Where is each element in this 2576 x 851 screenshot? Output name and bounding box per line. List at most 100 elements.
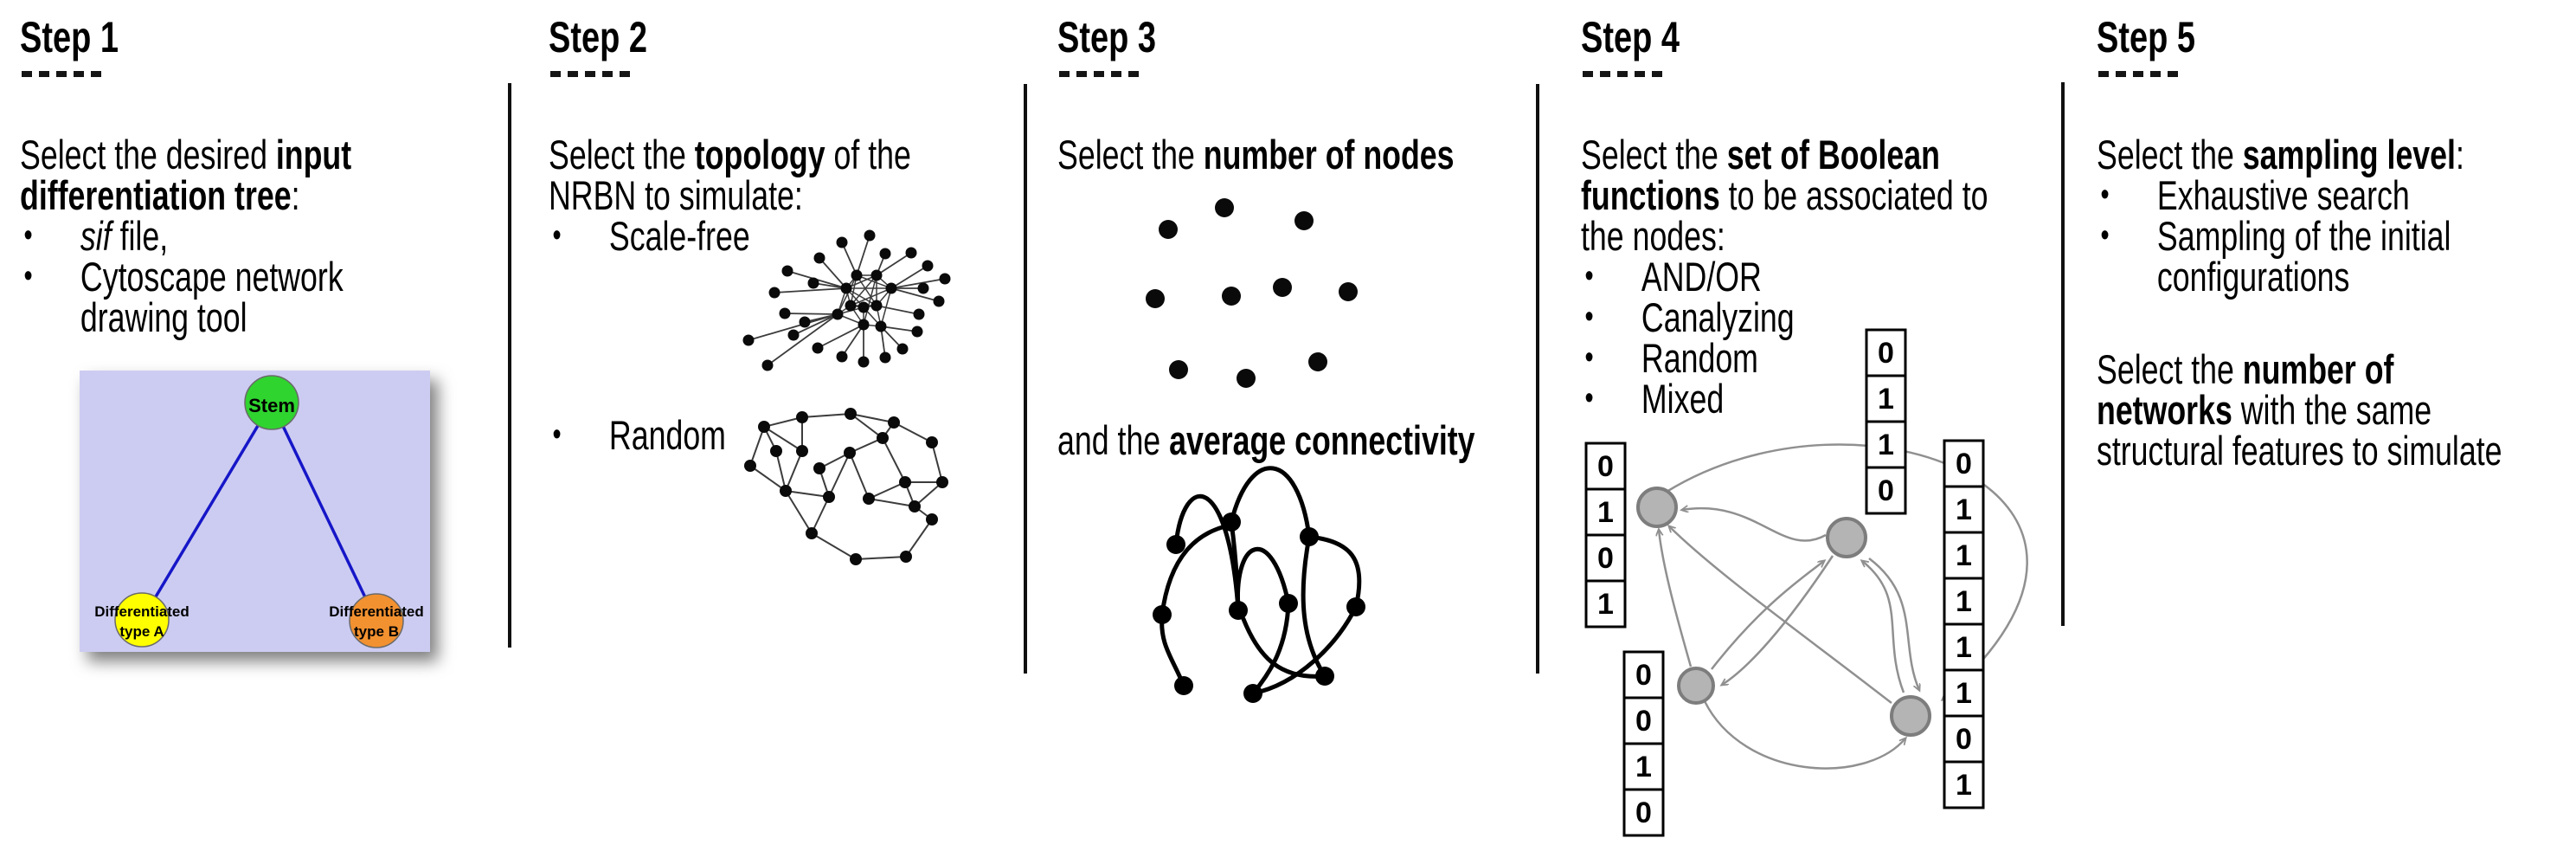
text-segment: the nodes: bbox=[1581, 213, 1725, 259]
bullet-item: •sif file, bbox=[20, 216, 351, 256]
dash bbox=[602, 71, 613, 77]
table-cell-value: 0 bbox=[1635, 659, 1652, 692]
table-cell-value: 1 bbox=[1956, 539, 1972, 572]
table-cell-value: 0 bbox=[1635, 705, 1652, 738]
text-segment: Random bbox=[608, 412, 726, 458]
text-segment: and the bbox=[1057, 417, 1170, 463]
dash bbox=[1583, 71, 1593, 77]
dash bbox=[1128, 71, 1139, 77]
stem-label: Stem bbox=[248, 395, 295, 416]
step-heading: Step 5 bbox=[2097, 13, 2196, 61]
boolean-node-A bbox=[1636, 487, 1678, 528]
table-cell-value: 0 bbox=[1597, 542, 1614, 575]
text-segment: file, bbox=[111, 213, 169, 259]
dash bbox=[74, 71, 84, 77]
dash bbox=[1635, 71, 1645, 77]
text-segment: differentiation tree bbox=[20, 172, 292, 218]
text-segment: Sampling of the initial bbox=[2156, 213, 2451, 259]
dash bbox=[56, 71, 67, 77]
column-divider-2 bbox=[1024, 84, 1027, 674]
text-line: networks with the same bbox=[2097, 390, 2502, 430]
dash bbox=[2116, 71, 2126, 77]
text-segment: Random bbox=[1641, 335, 1758, 381]
dash bbox=[91, 71, 101, 77]
text-segment: of the bbox=[825, 132, 911, 177]
bullet-item: • AND/OR bbox=[1581, 256, 1988, 297]
bullet-icon: • bbox=[23, 217, 33, 254]
text-segment: sampling level bbox=[2242, 132, 2456, 177]
dash bbox=[1076, 71, 1087, 77]
text-segment: configurations bbox=[2156, 254, 2350, 300]
text-segment: networks bbox=[2097, 387, 2232, 433]
dash bbox=[620, 71, 630, 77]
text-line: Select the set of Boolean bbox=[1581, 134, 1988, 175]
dash bbox=[2098, 71, 2109, 77]
table-cell-value: 1 bbox=[1597, 496, 1614, 529]
table-cell-value: 0 bbox=[1597, 450, 1614, 483]
text-segment: Exhaustive search bbox=[2156, 172, 2410, 218]
text-line: Select the topology of the bbox=[549, 134, 911, 175]
bullet-icon: • bbox=[2100, 177, 2110, 213]
text-block: • Random bbox=[549, 415, 726, 455]
text-line: structural features to simulate bbox=[2097, 430, 2502, 471]
text-segment: drawing tool bbox=[80, 294, 247, 340]
tree-node-stem bbox=[244, 375, 299, 430]
text-segment: input bbox=[275, 132, 352, 177]
boolean-node-D bbox=[1890, 695, 1931, 737]
bullet-icon: • bbox=[1584, 339, 1594, 376]
text-segment: Cytoscape network bbox=[80, 254, 344, 300]
table-cell-value: 1 bbox=[1878, 429, 1894, 461]
dashed-separator bbox=[1583, 71, 1662, 77]
step-heading: Step 3 bbox=[1057, 13, 1157, 61]
text-segment: Select the desired bbox=[20, 132, 276, 177]
table-cell-value: 0 bbox=[1878, 474, 1894, 507]
tree-edge bbox=[270, 402, 378, 622]
dash bbox=[39, 71, 49, 77]
text-line: and the average connectivity bbox=[1057, 420, 1475, 461]
dash bbox=[1600, 71, 1610, 77]
dash bbox=[22, 71, 32, 77]
text-segment: Canalyzing bbox=[1641, 294, 1795, 340]
boolean-node-B bbox=[1826, 517, 1867, 558]
step-heading: Step 1 bbox=[20, 13, 119, 61]
text-segment: structural features to simulate bbox=[2097, 428, 2502, 474]
bullet-item: • Cytoscape network bbox=[20, 256, 351, 297]
dash bbox=[585, 71, 595, 77]
connectivity-tangle-figure bbox=[1153, 466, 1365, 703]
table-cell-value: 1 bbox=[1956, 493, 1972, 526]
table-cell-value: 0 bbox=[1878, 337, 1894, 370]
text-segment: to be associated to bbox=[1719, 172, 1988, 218]
step-heading: Step 4 bbox=[1581, 13, 1680, 61]
dash bbox=[2133, 71, 2143, 77]
text-block: and the average connectivity bbox=[1057, 420, 1475, 461]
step-heading: Step 2 bbox=[549, 13, 648, 61]
column-divider-4 bbox=[2061, 82, 2065, 626]
text-segment: AND/OR bbox=[1641, 254, 1762, 300]
bullet-item: • Random bbox=[549, 415, 726, 455]
table-cell-value: 1 bbox=[1956, 677, 1972, 710]
dashed-separator bbox=[1059, 71, 1139, 77]
dash bbox=[1094, 71, 1104, 77]
dashed-separator bbox=[2098, 71, 2178, 77]
bullet-icon: • bbox=[1584, 258, 1594, 294]
text-segment: NRBN to simulate: bbox=[549, 172, 803, 218]
text-segment: number of nodes bbox=[1203, 132, 1455, 177]
dash bbox=[2150, 71, 2161, 77]
dash bbox=[1111, 71, 1121, 77]
tree-edge bbox=[140, 402, 273, 621]
bullet-icon: • bbox=[23, 258, 33, 294]
text-line: functions to be associated to bbox=[1581, 175, 1988, 216]
bullet-icon: • bbox=[552, 416, 562, 453]
dash bbox=[568, 71, 578, 77]
dash bbox=[1617, 71, 1628, 77]
bullet-icon: • bbox=[1584, 299, 1594, 335]
text-line: differentiation tree: bbox=[20, 175, 351, 216]
text-segment: Select the bbox=[2097, 346, 2243, 392]
text-line: Select the number of bbox=[2097, 349, 2502, 390]
